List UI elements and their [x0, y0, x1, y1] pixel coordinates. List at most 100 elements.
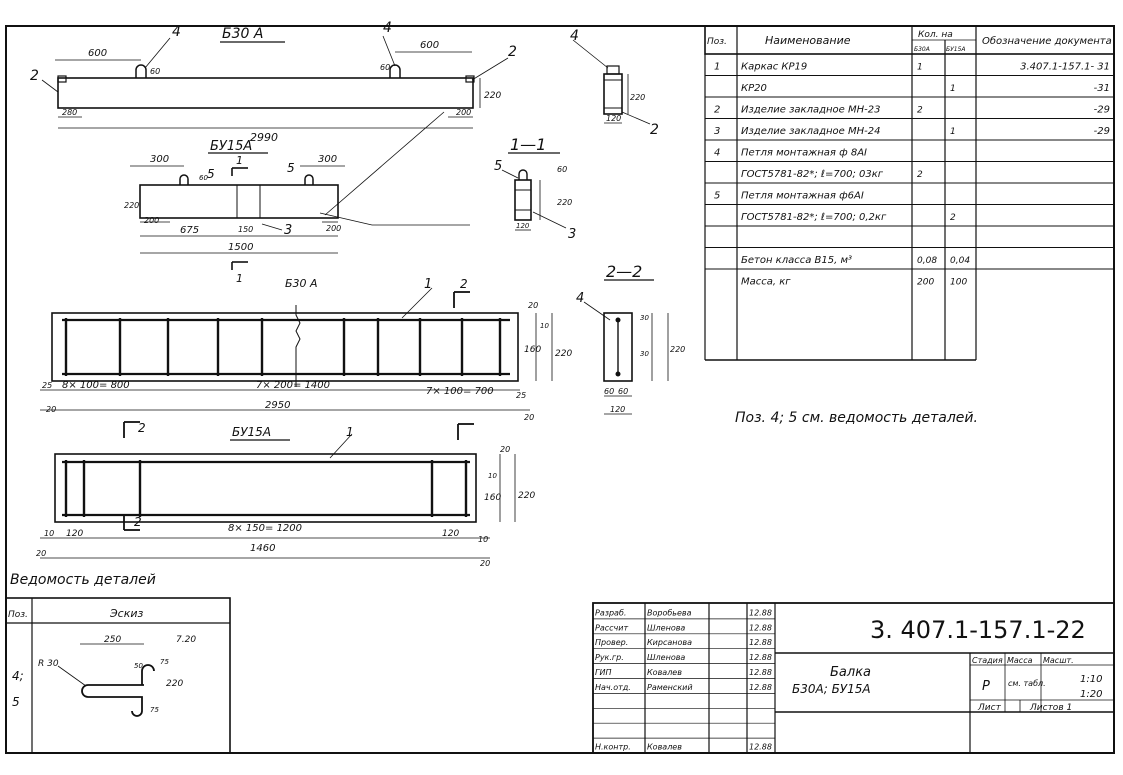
- b30-beam-outline: [57, 77, 474, 109]
- details-dim-75-top: 75: [160, 658, 169, 666]
- b15-dim-200-right: 200: [326, 224, 341, 233]
- details-dim-75-bottom: 75: [150, 706, 159, 714]
- tb-name: Кирсанова: [647, 638, 692, 647]
- b30-plan-outline: [51, 312, 519, 382]
- b15-section-mark-bottom: 1: [236, 272, 243, 285]
- b15-pos-5-left: 5: [207, 167, 215, 181]
- scale-1-20: 1:20: [1080, 689, 1102, 700]
- spec-cell-qty-a: 2: [917, 106, 923, 116]
- spec-cell-name: Бетон класса В15, м³: [741, 255, 852, 266]
- b15-plan-dim-220: 220: [518, 491, 535, 501]
- b15-plan-dim-10-left: 10: [44, 529, 54, 538]
- b15-plan-dim-120-left: 120: [66, 529, 83, 539]
- section-2-2: 2—2 4 60 60 120 30 30 220: [576, 262, 685, 415]
- b15-pos-5-right: 5: [287, 161, 295, 175]
- tb-name: Воробьева: [647, 608, 692, 617]
- section-2-2-title: 2—2: [606, 262, 642, 281]
- b30-plan-dim-25-right: 25: [516, 391, 526, 400]
- b15-plan-section-mark-bottom: 2: [134, 515, 142, 529]
- b30-plan-pos-1: 1: [424, 277, 432, 292]
- spec-cell-pos: 3: [714, 126, 720, 137]
- tb-date: 12.88: [749, 623, 772, 632]
- spec-cell-qty-a: 2: [917, 170, 923, 180]
- section-pos-2: 2: [650, 122, 659, 138]
- tb-date: 12.88: [749, 653, 772, 662]
- details-col-sketch: Эскиз: [109, 607, 144, 620]
- b15-plan-section-mark-top-left: 2: [138, 421, 146, 435]
- details-dim-r30: R 30: [38, 659, 59, 669]
- b30-plan-dim-20: 20: [528, 301, 538, 310]
- b15-plan-dim-1200: 8× 150= 1200: [228, 523, 302, 534]
- tb-name: Раменский: [647, 683, 693, 692]
- details-col-pos: Поз.: [8, 610, 28, 620]
- lifting-loop-left: [135, 64, 147, 78]
- spec-cell-name: Петля монтажная ф 8АI: [741, 148, 867, 159]
- b15-plan-outline: [54, 453, 477, 523]
- spec-cell-qty-a: 0,08: [917, 256, 937, 266]
- details-pos-5: 5: [12, 695, 20, 709]
- b15-plan-dim-20: 20: [500, 445, 510, 454]
- section-1-1-dim-60: 60: [557, 165, 567, 174]
- spec-cell-doc: 3.407.1-157.1- 31: [1020, 62, 1110, 73]
- spec-cell-qty-a: 1: [917, 63, 923, 73]
- tb-role: Н.контр.: [595, 743, 631, 752]
- dim-220: 220: [484, 91, 501, 101]
- dim-200: 200: [456, 108, 471, 117]
- b15-dim-300-left: 300: [150, 154, 169, 165]
- section-dim-120: 120: [606, 114, 621, 123]
- details-title: Ведомость деталей: [10, 572, 156, 588]
- section-1-1-pos-5: 5: [494, 159, 502, 174]
- tb-role: Нач.отд.: [595, 683, 631, 692]
- dim-280: 280: [62, 108, 77, 117]
- support-note: [319, 111, 470, 226]
- b15-plan-dim-1460: 1460: [250, 543, 275, 554]
- b30-plan-section-mark: 2: [460, 277, 468, 291]
- mass-value: см. табл.: [1008, 679, 1046, 688]
- b15-stirrups: [64, 460, 468, 517]
- spec-cell-name: ГОСТ5781-82*; ℓ=700; 03кг: [741, 169, 884, 180]
- tb-role: ГИП: [595, 668, 611, 677]
- spec-cell-name: Изделие закладное МН-24: [741, 126, 880, 137]
- b30-plan-dim-220: 220: [555, 349, 572, 359]
- drawing-code: 3. 407.1-157.1-22: [870, 616, 1086, 644]
- spec-cell-name: Масса, кг: [741, 277, 791, 288]
- b30-plan-dim-700: 7× 100= 700: [426, 386, 494, 397]
- scale-1-10: 1:10: [1080, 674, 1102, 685]
- stage-value: Р: [982, 679, 990, 694]
- b15-plan-dim-160: 160: [484, 493, 501, 503]
- section-2-2-pos-4: 4: [576, 291, 584, 306]
- drawing-note: Поз. 4; 5 см. ведомость деталей.: [735, 410, 978, 426]
- section-2-2-dim-60-left: 60: [604, 387, 614, 396]
- tb-name: Ковалев: [647, 668, 682, 677]
- part-types: Б30А; БУ15А: [792, 682, 871, 696]
- spec-cell-qty-b: 2: [950, 213, 956, 223]
- b15-dim-220: 220: [124, 201, 139, 210]
- tb-date: 12.88: [749, 608, 772, 617]
- b15-plan-dim-20-left: 20: [36, 549, 46, 558]
- b15-beam-outline: [139, 184, 339, 219]
- tb-date: 12.88: [749, 638, 772, 647]
- tb-role: Рук.гр.: [595, 653, 624, 662]
- b30-plan-dim-20-right: 20: [524, 413, 534, 422]
- section-2-2-dim-120: 120: [610, 405, 625, 414]
- tb-name: Шленова: [647, 623, 685, 632]
- tb-date: 12.88: [749, 683, 772, 692]
- spec-header-pos: Поз.: [707, 37, 727, 47]
- spec-cell-qty-b: 100: [950, 278, 967, 288]
- b15-section-mark-top: 1: [236, 154, 243, 167]
- spec-cell-name: Петля монтажная ф6АI: [741, 191, 864, 202]
- b15-elevation-title: БУ15А: [210, 139, 252, 154]
- section-2-2-dim-30-bottom: 30: [640, 350, 649, 358]
- pos-4-right: 4: [383, 20, 392, 36]
- section-pos-4: 4: [570, 28, 579, 44]
- sheet-frame: [5, 25, 1115, 754]
- stage-label: Стадия: [972, 656, 1003, 665]
- spec-header-qty: Кол. на: [918, 30, 953, 40]
- spec-cell-doc: -29: [1094, 126, 1110, 137]
- b15-plan-dim-120-right: 120: [442, 529, 459, 539]
- section-2-2-dim-30-top: 30: [640, 314, 649, 322]
- spec-cell-pos: 2: [714, 105, 720, 116]
